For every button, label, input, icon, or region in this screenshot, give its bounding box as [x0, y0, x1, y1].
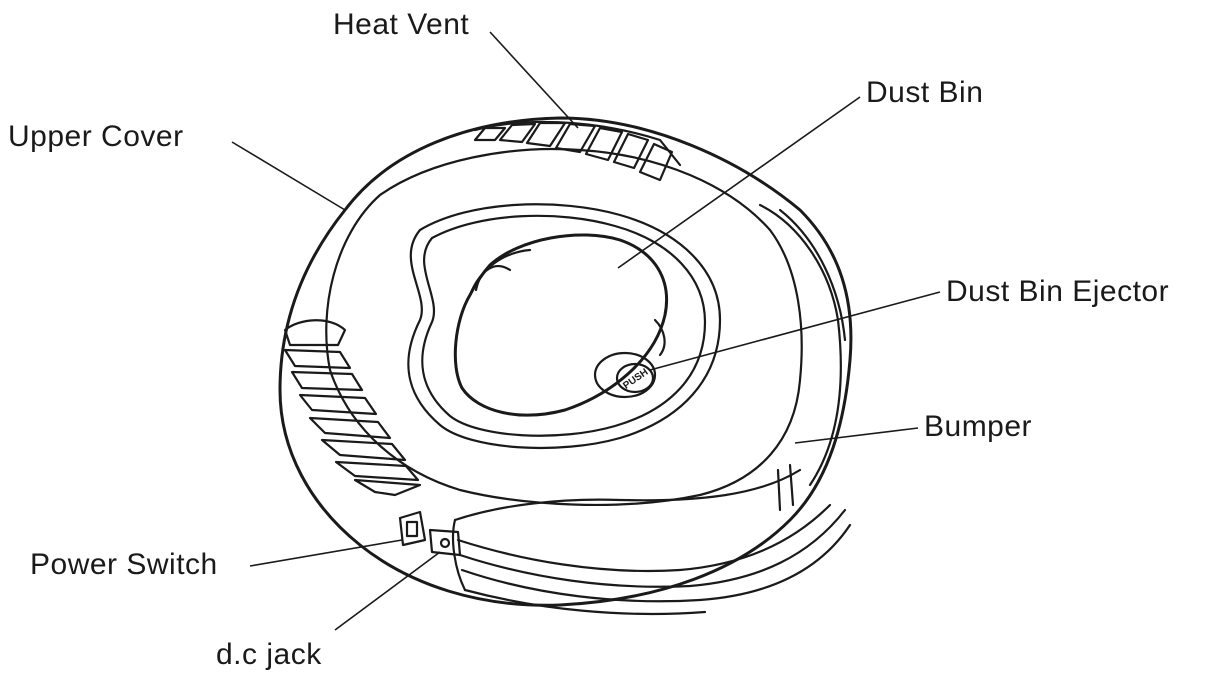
- label-bumper: Bumper: [924, 410, 1033, 443]
- heat-vent-slats: [473, 120, 682, 182]
- side-vent-slats: [283, 319, 422, 497]
- label-heat-vent: Heat Vent: [333, 8, 470, 41]
- upper-cover-ring: [325, 147, 803, 506]
- label-dc-jack: d.c jack: [216, 638, 322, 671]
- leader-dust-bin-ejector: [649, 291, 941, 371]
- dust-bin-lid: [453, 233, 668, 417]
- leader-dc-jack: [334, 551, 441, 631]
- label-dust-bin-ejector: Dust Bin Ejector: [946, 275, 1170, 308]
- leader-heat-vent: [489, 31, 579, 129]
- leader-upper-cover: [231, 141, 346, 211]
- label-power-switch: Power Switch: [30, 548, 218, 581]
- leader-bumper: [794, 427, 919, 444]
- dc-jack: [428, 528, 462, 557]
- robot-body: [278, 116, 853, 616]
- label-dust-bin: Dust Bin: [866, 76, 984, 109]
- leader-lines: [231, 31, 941, 631]
- leader-power-switch: [249, 539, 403, 567]
- label-upper-cover: Upper Cover: [8, 120, 184, 153]
- power-switch: [398, 510, 427, 547]
- leader-dust-bin: [617, 96, 861, 269]
- dust-bin-recess: [407, 203, 722, 449]
